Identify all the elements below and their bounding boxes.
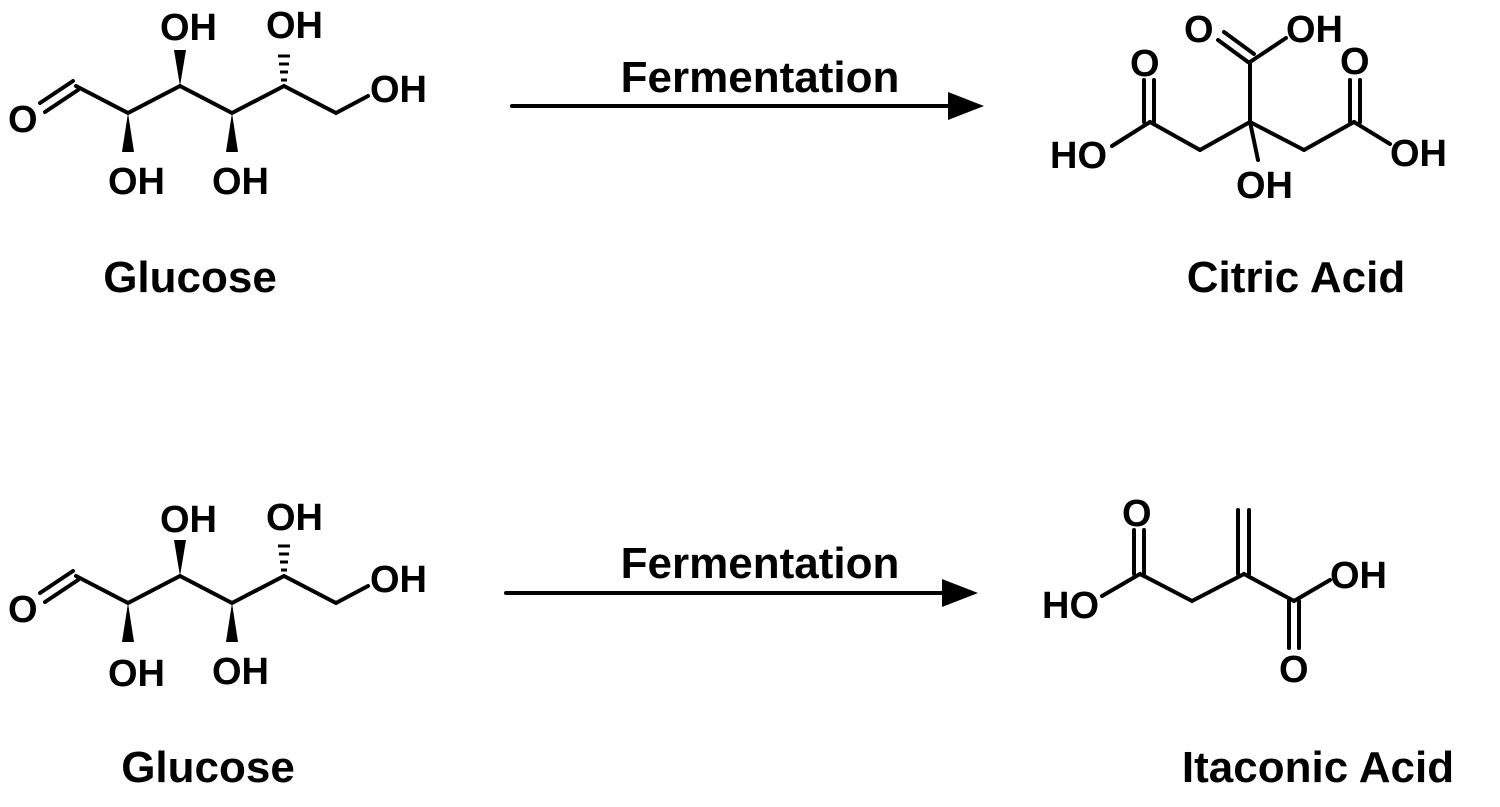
atom-ho-left-acid: HO [1042,585,1099,627]
atom-o-aldehyde: O [8,99,38,141]
atom-oh-c2: OH [108,653,165,695]
reactant-name-2: Glucose [121,743,295,792]
atom-oh-center: OH [1236,165,1293,207]
right-ch2-bond-a [1248,120,1306,152]
c2-wedge-bond [122,603,134,642]
top-acid-oh-bond [1248,36,1288,64]
c3-wedge-bond [174,540,186,576]
atom-o-right-carbonyl: O [1279,649,1309,691]
right-ch2-bond-b [1302,120,1356,152]
reactant-name-1: Glucose [103,253,277,302]
reaction-arrow-2 [504,579,978,607]
c3-wedge-bond [174,50,186,86]
itaconic-acid-structure: O HO OH O [1042,493,1387,691]
arrow-head [942,579,978,607]
right-acid-bond [1242,572,1296,603]
atom-ho-left-acid: HO [1050,135,1107,177]
product-name-1: Citric Acid [1187,253,1405,302]
glucose-structure-1: O OH OH OH OH OH [8,5,427,203]
c4-hashed-bond [278,54,290,82]
atom-oh-c2: OH [108,161,165,203]
atom-o-top-carbonyl: O [1184,9,1214,51]
atom-oh-c6: OH [370,559,427,601]
ch2-bond-b [1190,572,1246,603]
ch2-bond-a [1138,572,1194,603]
arrow-head [948,92,984,120]
citric-acid-structure: O HO O OH O OH OH [1050,9,1447,207]
arrow-label-2: Fermentation [621,539,900,588]
top-carbonyl-bond-a [1216,38,1250,64]
aldehyde-double-bond-b [38,79,75,105]
aldehyde-double-bond-a [43,578,80,604]
arrow-label-1: Fermentation [621,53,900,102]
atom-oh-c3: OH [160,7,217,49]
atom-o-aldehyde: O [8,589,38,631]
left-acid-oh-bond [1110,120,1152,148]
c2-wedge-bond [122,113,134,152]
glucose-structure-2: O OH OH OH OH OH [8,497,427,695]
atom-oh-c4: OH [266,5,323,47]
atom-oh-top-acid: OH [1286,9,1343,51]
aldehyde-double-bond-b [38,569,75,595]
left-acid-oh-bond [1100,572,1142,598]
c5-wedge-bond [226,113,238,152]
atom-oh-right-acid: OH [1390,133,1447,175]
atom-oh-c5: OH [212,651,269,693]
glucose-backbone [74,83,370,116]
atom-oh-c6: OH [370,69,427,111]
atom-oh-c3: OH [160,499,217,541]
right-acid-oh-bond [1292,578,1332,603]
center-oh-bond [1248,120,1260,162]
product-name-2: Itaconic Acid [1182,743,1454,792]
atom-o-left-carbonyl: O [1122,493,1152,535]
left-ch2-bond-a [1148,120,1202,152]
atom-oh-c5: OH [212,161,269,203]
atom-o-right-carbonyl: O [1340,41,1370,83]
aldehyde-double-bond-a [43,88,80,114]
c5-wedge-bond [226,603,238,642]
atom-o-left-carbonyl: O [1130,43,1160,85]
reaction-1: O OH OH OH OH OH Glucose Fermentation [8,5,1447,302]
atom-oh-right-acid: OH [1330,555,1387,597]
c4-hashed-bond [278,544,290,572]
reaction-arrow-1 [510,92,984,120]
top-carbonyl-bond-b [1222,30,1256,56]
glucose-backbone [74,573,370,606]
right-acid-oh-bond [1352,120,1392,146]
left-ch2-bond-b [1198,120,1252,152]
reaction-2: O OH OH OH OH OH Glucose Fermentation [8,493,1454,792]
atom-oh-c4: OH [266,497,323,539]
